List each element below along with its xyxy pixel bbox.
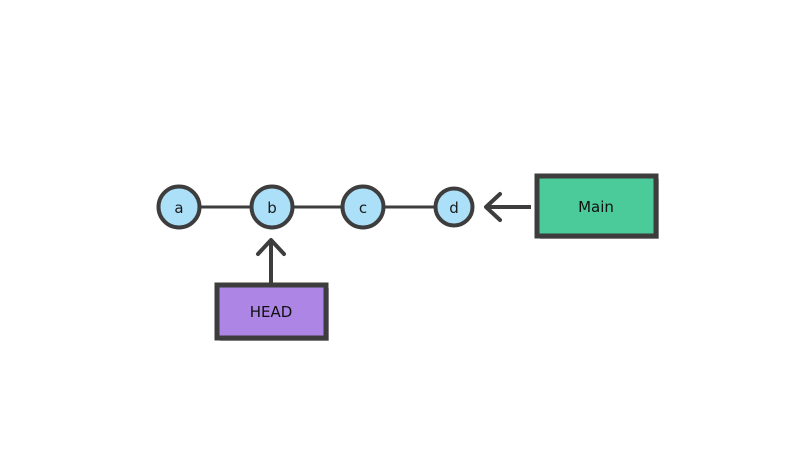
commit-label-d: d (449, 199, 459, 217)
head-label-box (214, 282, 329, 341)
commit-node-c[interactable]: c (340, 184, 386, 230)
branch-label-main[interactable]: Main (534, 173, 659, 239)
commit-circle-c (340, 184, 386, 230)
commit-label-c: c (359, 199, 367, 217)
commit-circle-d (433, 186, 475, 228)
commit-node-d[interactable]: d (433, 186, 475, 228)
commit-node-b[interactable]: b (249, 184, 295, 230)
commit-label-a: a (174, 199, 183, 217)
branch-label-main-box (534, 173, 659, 239)
branch-pointer-arrow-icon (484, 192, 531, 222)
head-arrow-head (256, 238, 286, 256)
branch-label-main-text: Main (578, 198, 614, 216)
commit-circle-a (156, 184, 202, 230)
head-label-text: HEAD (250, 303, 293, 321)
head-label-box-group[interactable]: HEAD (214, 282, 329, 341)
main-arrow-head (484, 192, 502, 222)
head-pointer-arrow-icon (256, 238, 286, 283)
commit-circle-b (249, 184, 295, 230)
commit-label-b: b (267, 199, 277, 217)
commit-node-a[interactable]: a (156, 184, 202, 230)
